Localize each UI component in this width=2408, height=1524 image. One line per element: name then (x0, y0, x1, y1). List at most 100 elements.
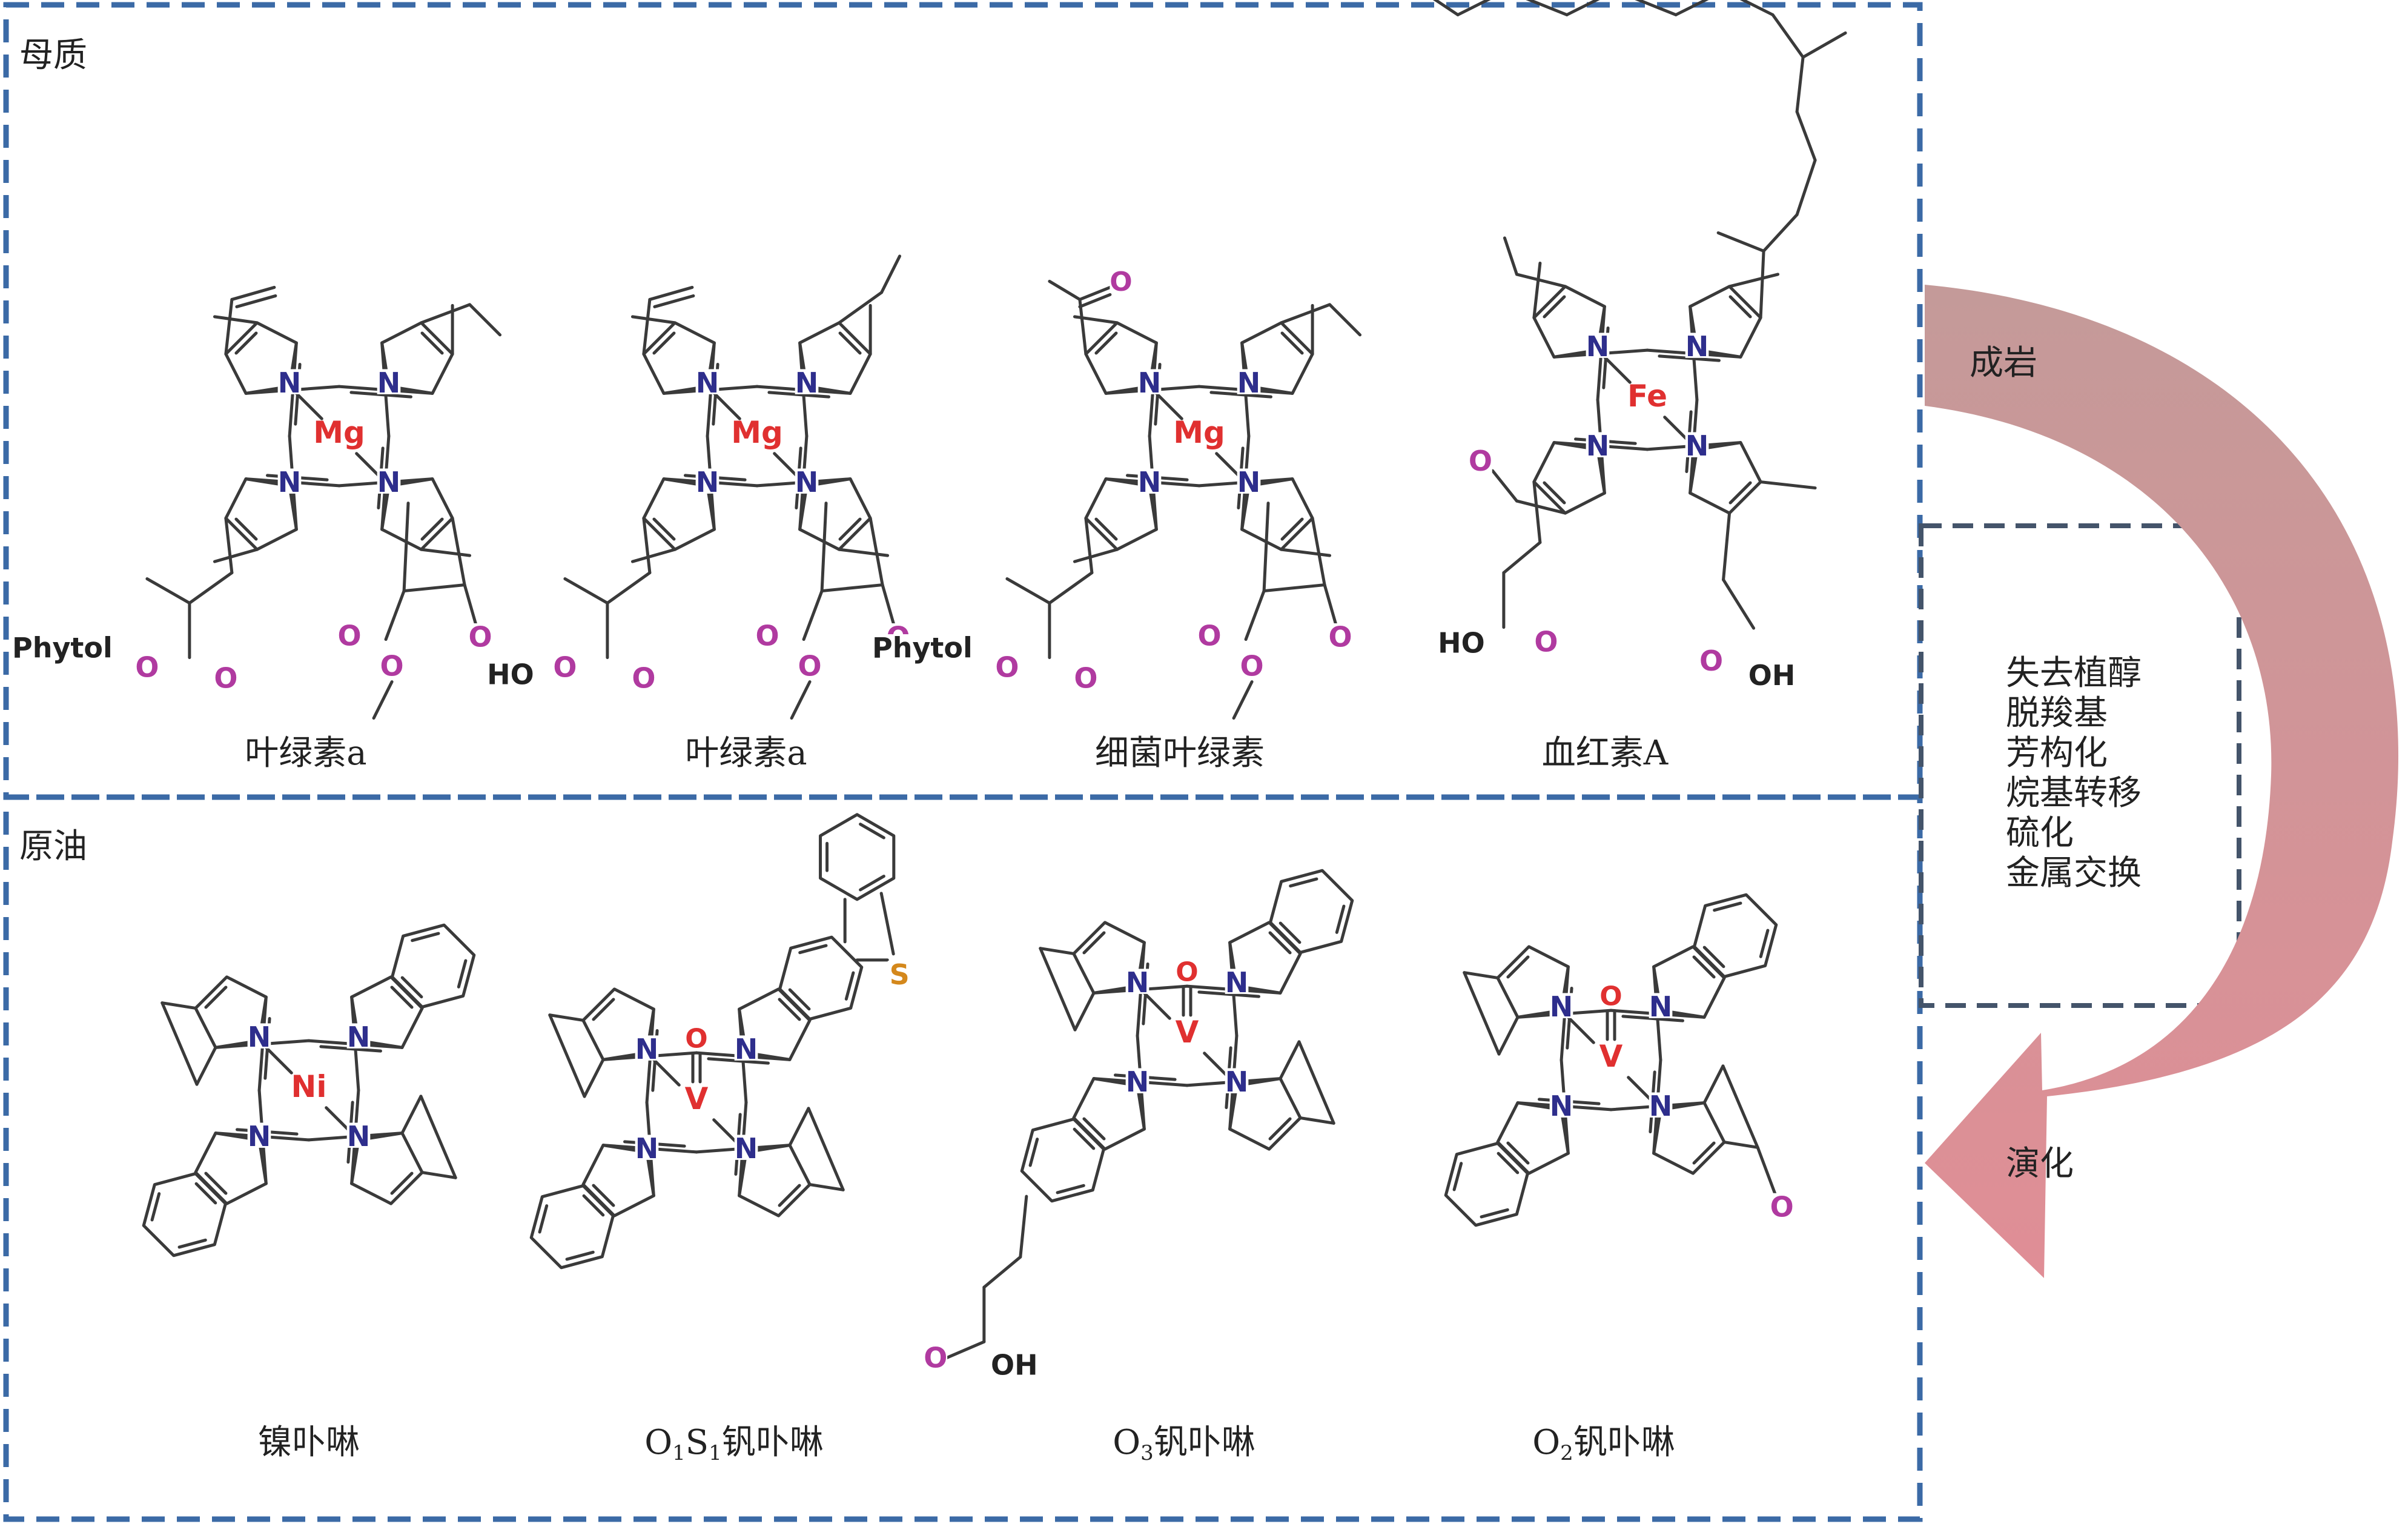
pyrrole-double-bond (838, 331, 862, 355)
atom-backdrop (1759, 661, 1785, 687)
nitrogen-atom: N (635, 1132, 659, 1165)
pyrrole-double-bond (1728, 481, 1752, 505)
atom-backdrop (337, 622, 362, 648)
atom-backdrop (734, 1035, 758, 1061)
atom-backdrop (1237, 369, 1261, 394)
farnesyl-bond (1795, 158, 1817, 216)
caption-part: 钒卟啉 (1154, 1423, 1255, 1462)
acid-hydroxyl: OH (991, 1348, 1038, 1381)
pyrrole-double-bond (390, 986, 414, 1009)
atom-backdrop (24, 634, 101, 660)
caption-chlorophyllide-a: 叶绿素a (685, 734, 807, 773)
atom-backdrop (798, 652, 822, 678)
nitrogen-atom: N (347, 1021, 371, 1053)
ketone-bond (1323, 583, 1338, 629)
atom-backdrop (1237, 468, 1261, 494)
aromatic-bond (788, 988, 811, 1011)
nitrogen-atom: N (1237, 466, 1261, 499)
farnesyl-bond (1762, 213, 1799, 253)
caption-part: 钒卟啉 (1573, 1423, 1675, 1462)
atom-backdrop (1685, 333, 1709, 358)
acid-hydroxyl: HO (1438, 627, 1485, 660)
crude-label: 原油 (19, 827, 87, 866)
source-label: 母质 (19, 36, 87, 75)
atom-backdrop (1174, 1017, 1200, 1044)
atom-backdrop (1225, 969, 1249, 994)
atom-backdrop (632, 664, 656, 690)
process-item: 失去植醇 (2006, 654, 2142, 693)
atom-backdrop (1586, 333, 1610, 358)
cyclopentane-bond (1298, 1116, 1335, 1125)
propionate-bond (1005, 577, 1051, 605)
process-item: 烷基转移 (2006, 774, 2142, 813)
aromatic-bond (1497, 1151, 1520, 1174)
aromatic-bond (582, 1194, 605, 1217)
methyl-bond (420, 548, 472, 557)
hydroxyl-label: HO (487, 658, 534, 691)
atom-backdrop (247, 1023, 271, 1049)
atom-backdrop (1328, 623, 1352, 649)
pyrrole-double-bond (390, 1171, 414, 1195)
ester-oxygen: O (338, 620, 362, 652)
farnesyl-bond (1432, 0, 1460, 16)
carboxyl-oxygen: O (553, 651, 577, 684)
acetyl-bond (1078, 285, 1112, 301)
aldehyde-oxygen: O (1469, 445, 1492, 477)
ester-oxygen: O (1240, 650, 1264, 683)
nitrogen-atom: N (1550, 1090, 1573, 1122)
atom-backdrop (1110, 268, 1133, 293)
atom-backdrop (1448, 629, 1475, 655)
pyrrole-double-bond (1506, 1141, 1530, 1165)
process-item: 芳构化 (2006, 734, 2108, 773)
atom-backdrop (884, 634, 961, 660)
oxo-atom: O (685, 1024, 707, 1055)
vinyl-bond (1515, 273, 1567, 288)
methyl-bond (213, 548, 259, 563)
metal-atom: V (1599, 1039, 1623, 1074)
molecule-chlorophyllide-a: NNNNMgOOOOOHO (487, 254, 910, 720)
cyclopentane-bond (1463, 971, 1501, 1056)
nitrogen-atom: N (1225, 1065, 1249, 1098)
aromatic-bond (1056, 1184, 1085, 1194)
atom-backdrop (346, 1023, 371, 1049)
pyrrole-double-bond (420, 331, 444, 355)
nitrogen-atom: N (1685, 330, 1709, 363)
methyl-bond (630, 315, 676, 325)
atom-backdrop (346, 1122, 371, 1148)
acid-bond (1502, 541, 1542, 575)
aromatic-bond (1289, 877, 1318, 888)
thiophene-bond (879, 892, 895, 956)
aromatic-bond (565, 1250, 595, 1261)
metal-atom: V (685, 1081, 709, 1116)
farnesyl-bond (1716, 231, 1765, 253)
aromatic-bond (798, 944, 828, 955)
atom-backdrop (1649, 993, 1673, 1018)
nitrogen-atom: N (1649, 1090, 1673, 1122)
nitrogen-atom: N (377, 366, 401, 399)
cyclopentane-bond (420, 1171, 457, 1179)
oxo-atom: O (1176, 957, 1198, 988)
vinyl-bond (653, 294, 695, 308)
nitrogen-atom: N (278, 466, 302, 499)
nitrogen-atom: N (735, 1033, 758, 1065)
phytol-label: Phytol (12, 632, 113, 664)
atom-backdrop (887, 961, 911, 986)
pyrrole-double-bond (1280, 331, 1304, 355)
pyrrole-double-bond (778, 1184, 801, 1207)
cyclopentane-bond (1039, 947, 1076, 955)
atom-backdrop (1549, 1092, 1573, 1118)
caption-subscript: 1 (672, 1441, 686, 1465)
caption-part: S (686, 1423, 709, 1462)
phytol-label: Phytol (872, 632, 973, 664)
atom-backdrop (1197, 622, 1222, 648)
atom-backdrop (1125, 1068, 1149, 1093)
ester-oxygen: O (756, 620, 779, 652)
metal-atom: Fe (1627, 379, 1667, 414)
methyl-bond (1073, 548, 1119, 563)
pyrrole-double-bond (1728, 295, 1752, 319)
caption-nickel-porphyrin: 镍卟啉 (258, 1423, 360, 1462)
atom-backdrop (1699, 647, 1723, 672)
meso-double-bond (707, 1057, 770, 1065)
cyclopentane-bond (807, 1107, 845, 1191)
